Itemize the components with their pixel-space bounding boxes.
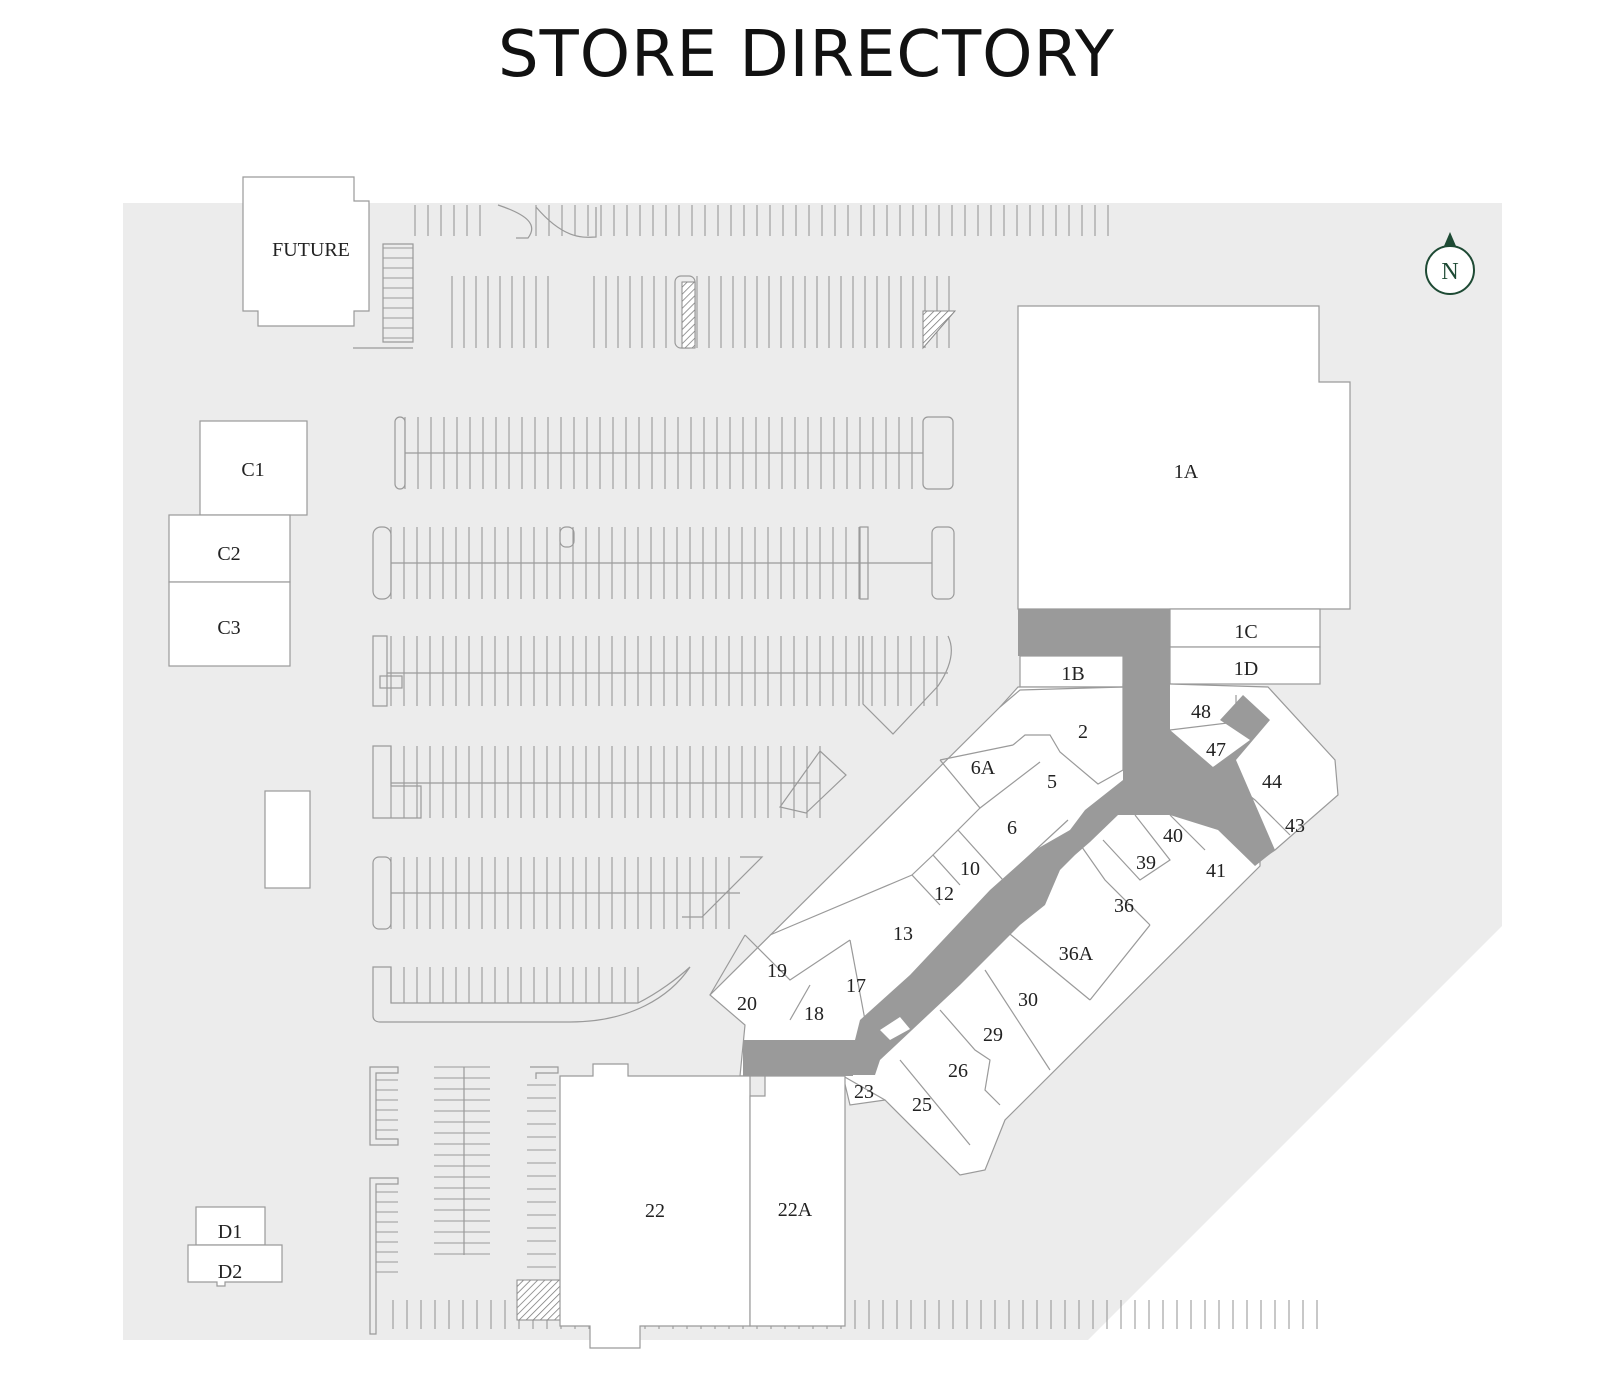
unit-partitions <box>709 686 1291 1146</box>
unit-label-2: 2 <box>1078 721 1088 743</box>
unit-label-23: 23 <box>854 1081 874 1103</box>
anchor-block <box>1017 305 1351 688</box>
unit-label-29: 29 <box>983 1024 1003 1046</box>
unit-label-18: 18 <box>804 1003 824 1025</box>
unit-label-36: 36 <box>1114 895 1134 917</box>
unit-label-17: 17 <box>846 975 866 997</box>
unit-label-40: 40 <box>1163 825 1183 847</box>
unit-label-13: 13 <box>893 923 913 945</box>
unit-label-43: 43 <box>1285 815 1305 837</box>
hatched-area <box>516 1279 562 1321</box>
hatched-area <box>681 281 696 349</box>
parking-islands <box>353 204 955 1335</box>
outparcels <box>168 176 370 1287</box>
unit-label-39: 39 <box>1136 852 1156 874</box>
unit-labels: FUTURE C1 C2 C3 D1 D2 1A 1B 1C 1D 2 5 6 … <box>217 239 1305 1283</box>
unit-label-future: FUTURE <box>272 239 350 261</box>
unit-label-48: 48 <box>1191 701 1211 723</box>
unit-label-10: 10 <box>960 858 980 880</box>
unit-label-20: 20 <box>737 993 757 1015</box>
compass-label: N <box>1441 259 1458 285</box>
anchor-22 <box>559 1040 853 1349</box>
unit-label-36a: 36A <box>1059 943 1094 965</box>
unit-label-41: 41 <box>1206 860 1226 882</box>
unit-label-1d: 1D <box>1234 658 1258 680</box>
unit-label-c1: C1 <box>241 459 264 481</box>
unit-label-12: 12 <box>934 883 954 905</box>
compass-north-icon: N <box>1425 232 1475 295</box>
unit-label-25: 25 <box>912 1094 932 1116</box>
unit-label-47: 47 <box>1206 739 1226 761</box>
unit-label-d2: D2 <box>218 1261 242 1283</box>
page-title: STORE DIRECTORY <box>497 18 1116 92</box>
unit-label-6: 6 <box>1007 817 1017 839</box>
unit-label-26: 26 <box>948 1060 968 1082</box>
unit-label-5: 5 <box>1047 771 1057 793</box>
hatched-area <box>922 310 957 350</box>
unit-label-22a: 22A <box>778 1199 813 1221</box>
unit-label-1b: 1B <box>1061 663 1084 685</box>
unit-label-c2: C2 <box>217 543 240 565</box>
unit-label-1c: 1C <box>1234 621 1257 643</box>
unit-label-1a: 1A <box>1174 461 1199 483</box>
unit-label-d1: D1 <box>218 1221 242 1243</box>
unit-label-30: 30 <box>1018 989 1038 1011</box>
unit-label-22: 22 <box>645 1200 665 1222</box>
unit-label-19: 19 <box>767 960 787 982</box>
unit-label-44: 44 <box>1262 771 1282 793</box>
unit-label-6a: 6A <box>971 757 996 779</box>
unit-label-c3: C3 <box>217 617 240 639</box>
